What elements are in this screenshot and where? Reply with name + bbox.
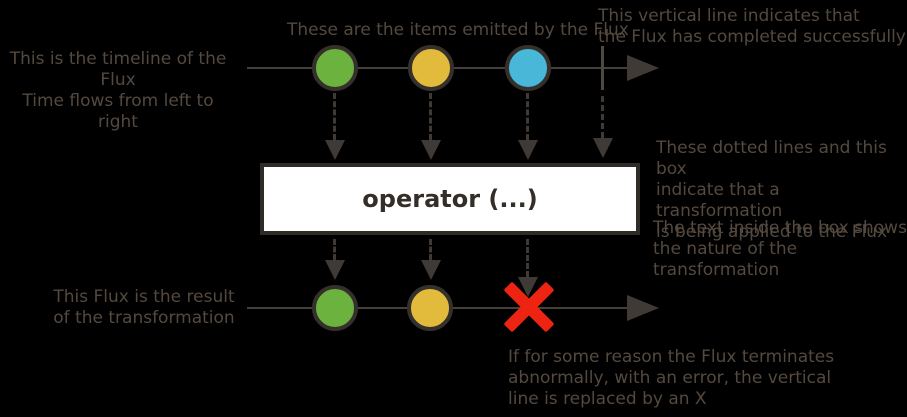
result-item-yellow (407, 285, 453, 331)
source-item-blue (505, 45, 551, 91)
arrow-down-icon (518, 140, 538, 160)
operator-box-label: operator (...) (362, 185, 538, 213)
box-text-annotation: The text inside the box shows the nature… (653, 218, 907, 280)
error-x-icon (503, 281, 555, 333)
source-item-yellow (408, 45, 454, 91)
arrow-down-icon (421, 260, 441, 280)
error-annotation: If for some reason the Flux terminates a… (508, 347, 835, 409)
complete-marker-line (601, 46, 604, 90)
result-annotation: This Flux is the result of the transform… (53, 287, 235, 328)
items-annotation: These are the items emitted by the Flux (287, 20, 629, 40)
source-item-green (312, 45, 358, 91)
result-timeline-arrowhead-icon (627, 295, 659, 321)
arrow-down-icon (325, 260, 345, 280)
arrow-down-icon (325, 140, 345, 160)
operator-box: operator (...) (260, 163, 640, 235)
arrow-down-icon (421, 140, 441, 160)
arrow-down-icon (593, 138, 613, 158)
timeline-annotation: This is the timeline of the Flux Time fl… (9, 49, 227, 132)
transformation-annotation: These dotted lines and this box indicate… (656, 138, 888, 242)
source-timeline-arrowhead-icon (627, 55, 659, 81)
result-item-green (312, 285, 358, 331)
complete-annotation: This vertical line indicates that the Fl… (598, 6, 906, 47)
